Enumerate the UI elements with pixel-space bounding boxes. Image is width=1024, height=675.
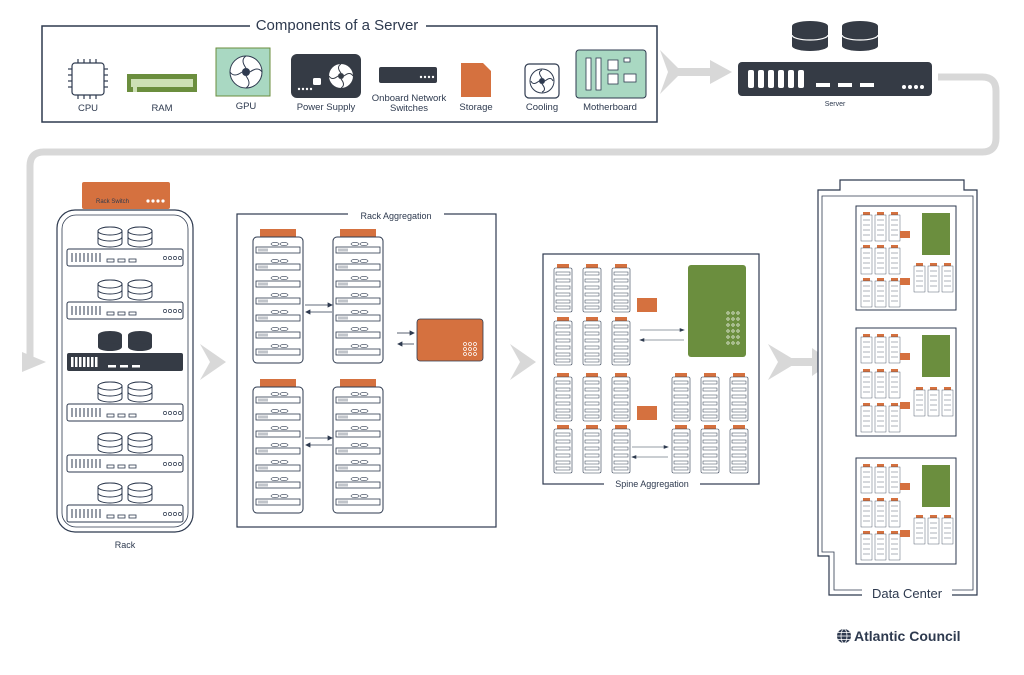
arrow-rack-to-aggregation — [200, 344, 226, 380]
arrow-aggregation-to-spine — [510, 344, 536, 380]
spine-link-arrows — [631, 328, 685, 459]
label-rack-switch: Rack Switch — [96, 199, 129, 205]
rack-highlighted-server — [67, 331, 183, 371]
label-network-line2: Switches — [390, 103, 428, 114]
label-cooling: Cooling — [526, 102, 558, 113]
server-icon — [738, 62, 932, 96]
gpu-icon — [215, 47, 271, 97]
aggregation-switch-icon — [416, 318, 484, 362]
spine-switch-icons — [637, 298, 657, 420]
aggregation-racks — [253, 229, 383, 513]
label-motherboard: Motherboard — [583, 102, 637, 113]
spine-core-switch-icon — [688, 265, 746, 357]
cooling-fan-icon — [524, 63, 560, 99]
label-power-supply: Power Supply — [297, 102, 356, 113]
arrow-components-to-server — [660, 50, 732, 94]
motherboard-icon — [575, 49, 647, 99]
label-storage: Storage — [459, 102, 492, 113]
label-ram: RAM — [151, 103, 172, 114]
aggregation-link-arrows — [305, 302, 415, 448]
brand-name: Atlantic Council — [854, 628, 961, 644]
rack-switch-icon — [82, 182, 170, 209]
arrow-into-rack — [22, 352, 46, 372]
label-server: Server — [825, 101, 846, 108]
flow-connector — [26, 73, 1000, 362]
data-center-halls — [855, 205, 957, 565]
power-supply-icon — [291, 54, 361, 98]
server-disks-icon — [791, 21, 879, 51]
cpu-icon — [68, 59, 108, 99]
globe-icon — [837, 628, 851, 644]
label-rack: Rack — [115, 540, 136, 550]
label-gpu: GPU — [236, 101, 257, 112]
ram-icon — [127, 74, 197, 92]
label-data-center: Data Center — [872, 586, 943, 601]
components-title: Components of a Server — [256, 17, 419, 34]
label-network-line1: Onboard Network — [372, 93, 447, 104]
network-switch-icon — [379, 67, 437, 83]
label-cpu: CPU — [78, 103, 98, 114]
label-spine-aggregation: Spine Aggregation — [615, 479, 689, 489]
label-rack-aggregation: Rack Aggregation — [360, 211, 431, 221]
storage-icon — [461, 63, 491, 97]
